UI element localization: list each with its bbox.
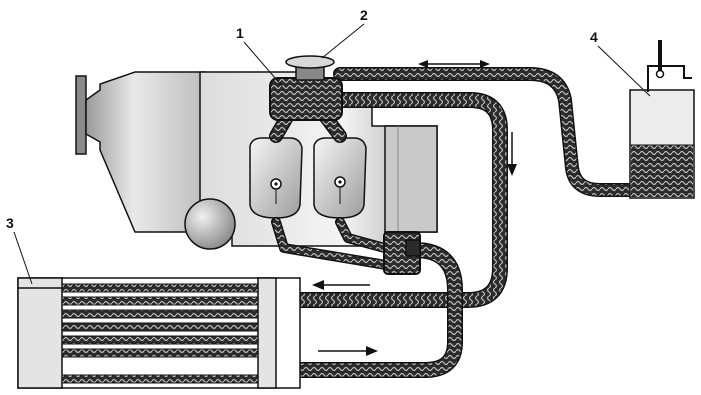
callout-3: 3 xyxy=(6,215,14,231)
engine xyxy=(75,71,438,250)
callouts: 1 2 3 4 xyxy=(6,7,651,285)
flow-arrows xyxy=(312,60,517,356)
radiator xyxy=(17,277,301,389)
front-cover xyxy=(384,125,438,233)
radiator-cap xyxy=(285,55,335,81)
radiator-tubes xyxy=(61,283,259,384)
arrow-icon xyxy=(507,132,517,176)
arrow-icon xyxy=(312,280,370,290)
callout-1: 1 xyxy=(236,25,244,41)
arrow-icon xyxy=(318,346,378,356)
hoses xyxy=(26,67,637,378)
radiator-frame xyxy=(17,277,301,389)
callout-2: 2 xyxy=(360,7,368,23)
flywheel-flange xyxy=(75,75,87,155)
water-pump xyxy=(383,231,421,275)
coolant-level xyxy=(631,145,693,197)
double-arrow-icon xyxy=(418,60,490,68)
expansion-tank xyxy=(629,40,695,199)
callout-4: 4 xyxy=(590,29,598,45)
cylinder-head-left xyxy=(249,137,303,219)
bell-housing xyxy=(85,71,206,233)
oil-filter xyxy=(184,198,236,250)
